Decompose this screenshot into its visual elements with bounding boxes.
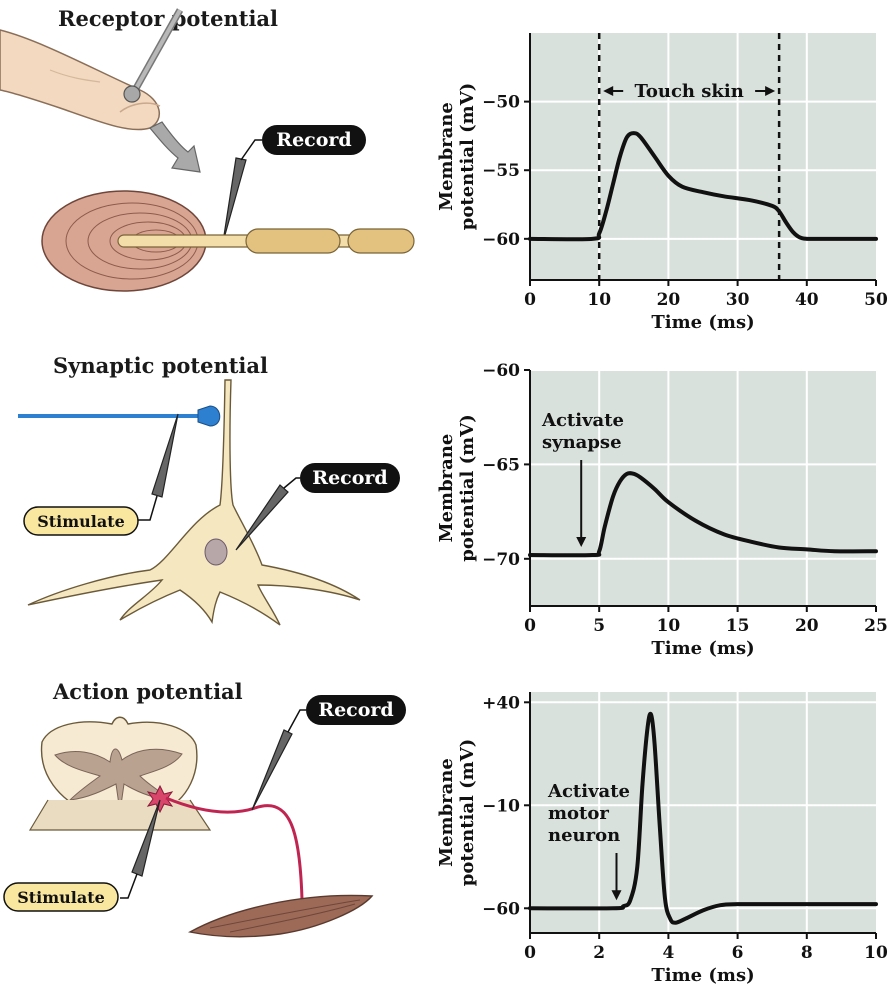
nerve-fiber xyxy=(117,228,415,254)
stimulate-electrode-3 xyxy=(120,799,161,899)
stimulate-electrode-2 xyxy=(138,413,179,521)
x-tick-label: 15 xyxy=(726,616,750,636)
y-tick-label: −50 xyxy=(482,93,520,113)
record-electrode-1 xyxy=(222,139,262,243)
panel-title-synaptic: Synaptic potential xyxy=(53,353,268,378)
x-tick-label: 2 xyxy=(593,943,605,963)
spinal-cord-illustration xyxy=(28,716,212,831)
x-tick-label: 4 xyxy=(662,943,674,963)
svg-text:Record: Record xyxy=(276,129,351,151)
x-tick-label: 25 xyxy=(864,616,888,636)
y-axis-label: Membranepotential (mV) xyxy=(436,414,478,561)
stimulating-axon xyxy=(18,405,221,427)
y-tick-label: −60 xyxy=(482,230,520,250)
svg-text:Stimulate: Stimulate xyxy=(17,888,105,907)
stimulate-label-3: Stimulate xyxy=(3,882,119,912)
plot-area xyxy=(530,370,876,606)
y-tick-label: −10 xyxy=(482,796,520,816)
stimulate-label-2: Stimulate xyxy=(23,506,139,536)
arrowhead xyxy=(603,86,614,96)
x-tick-label: 20 xyxy=(657,290,681,310)
svg-text:Record: Record xyxy=(318,699,393,721)
record-label-2: Record xyxy=(300,463,400,493)
x-tick-label: 6 xyxy=(732,943,744,963)
y-tick-label: −60 xyxy=(482,899,520,919)
record-electrode-3 xyxy=(251,709,306,811)
y-tick-label: −65 xyxy=(482,455,520,475)
x-tick-label: 0 xyxy=(524,616,536,636)
x-axis-label: Time (ms) xyxy=(651,312,754,333)
arrowhead xyxy=(576,537,587,548)
y-axis-label: Membranepotential (mV) xyxy=(436,83,478,230)
record-label-1: Record xyxy=(262,125,366,155)
membrane-potential-trace xyxy=(528,131,878,242)
x-tick-label: 10 xyxy=(657,616,681,636)
svg-text:Stimulate: Stimulate xyxy=(37,512,125,531)
finger-illustration xyxy=(0,29,161,131)
y-tick-label: −60 xyxy=(482,361,520,381)
neuron-illustration xyxy=(27,379,361,626)
x-tick-label: 8 xyxy=(801,943,813,963)
x-tick-label: 0 xyxy=(524,943,536,963)
motor-neuron-star xyxy=(146,784,174,814)
x-tick-label: 30 xyxy=(726,290,750,310)
x-tick-label: 10 xyxy=(864,943,888,963)
annotation-touch-skin: Touch skin xyxy=(635,81,744,102)
annotation-line: Activate xyxy=(547,781,630,802)
x-tick-label: 10 xyxy=(587,290,611,310)
svg-text:Record: Record xyxy=(312,467,387,489)
membrane-potential-trace xyxy=(528,711,878,925)
annotation-line: synapse xyxy=(542,432,622,453)
y-axis-label: Membranepotential (mV) xyxy=(436,739,478,886)
plot-area xyxy=(530,692,876,933)
x-tick-label: 0 xyxy=(524,290,536,310)
annotation-line: neuron xyxy=(548,825,620,846)
y-tick-label: +40 xyxy=(482,693,520,713)
record-electrode-2 xyxy=(235,477,300,551)
x-tick-label: 40 xyxy=(795,290,819,310)
plot-area xyxy=(530,33,876,280)
arrowhead xyxy=(765,86,776,96)
x-tick-label: 50 xyxy=(864,290,888,310)
x-axis-label: Time (ms) xyxy=(651,965,754,986)
x-axis-label: Time (ms) xyxy=(651,638,754,659)
y-tick-label: −70 xyxy=(482,550,520,570)
annotation-line: Activate xyxy=(541,410,624,431)
curved-arrow xyxy=(149,121,201,173)
probe-illustration xyxy=(123,8,184,103)
x-tick-label: 5 xyxy=(593,616,605,636)
annotation-line: motor xyxy=(548,803,609,824)
x-tick-label: 20 xyxy=(795,616,819,636)
arrowhead xyxy=(611,890,622,901)
record-label-3: Record xyxy=(306,695,406,725)
muscle-illustration xyxy=(187,894,374,938)
y-tick-label: −55 xyxy=(482,161,520,181)
panel-title-action: Action potential xyxy=(52,679,243,704)
membrane-potential-trace xyxy=(528,471,878,558)
